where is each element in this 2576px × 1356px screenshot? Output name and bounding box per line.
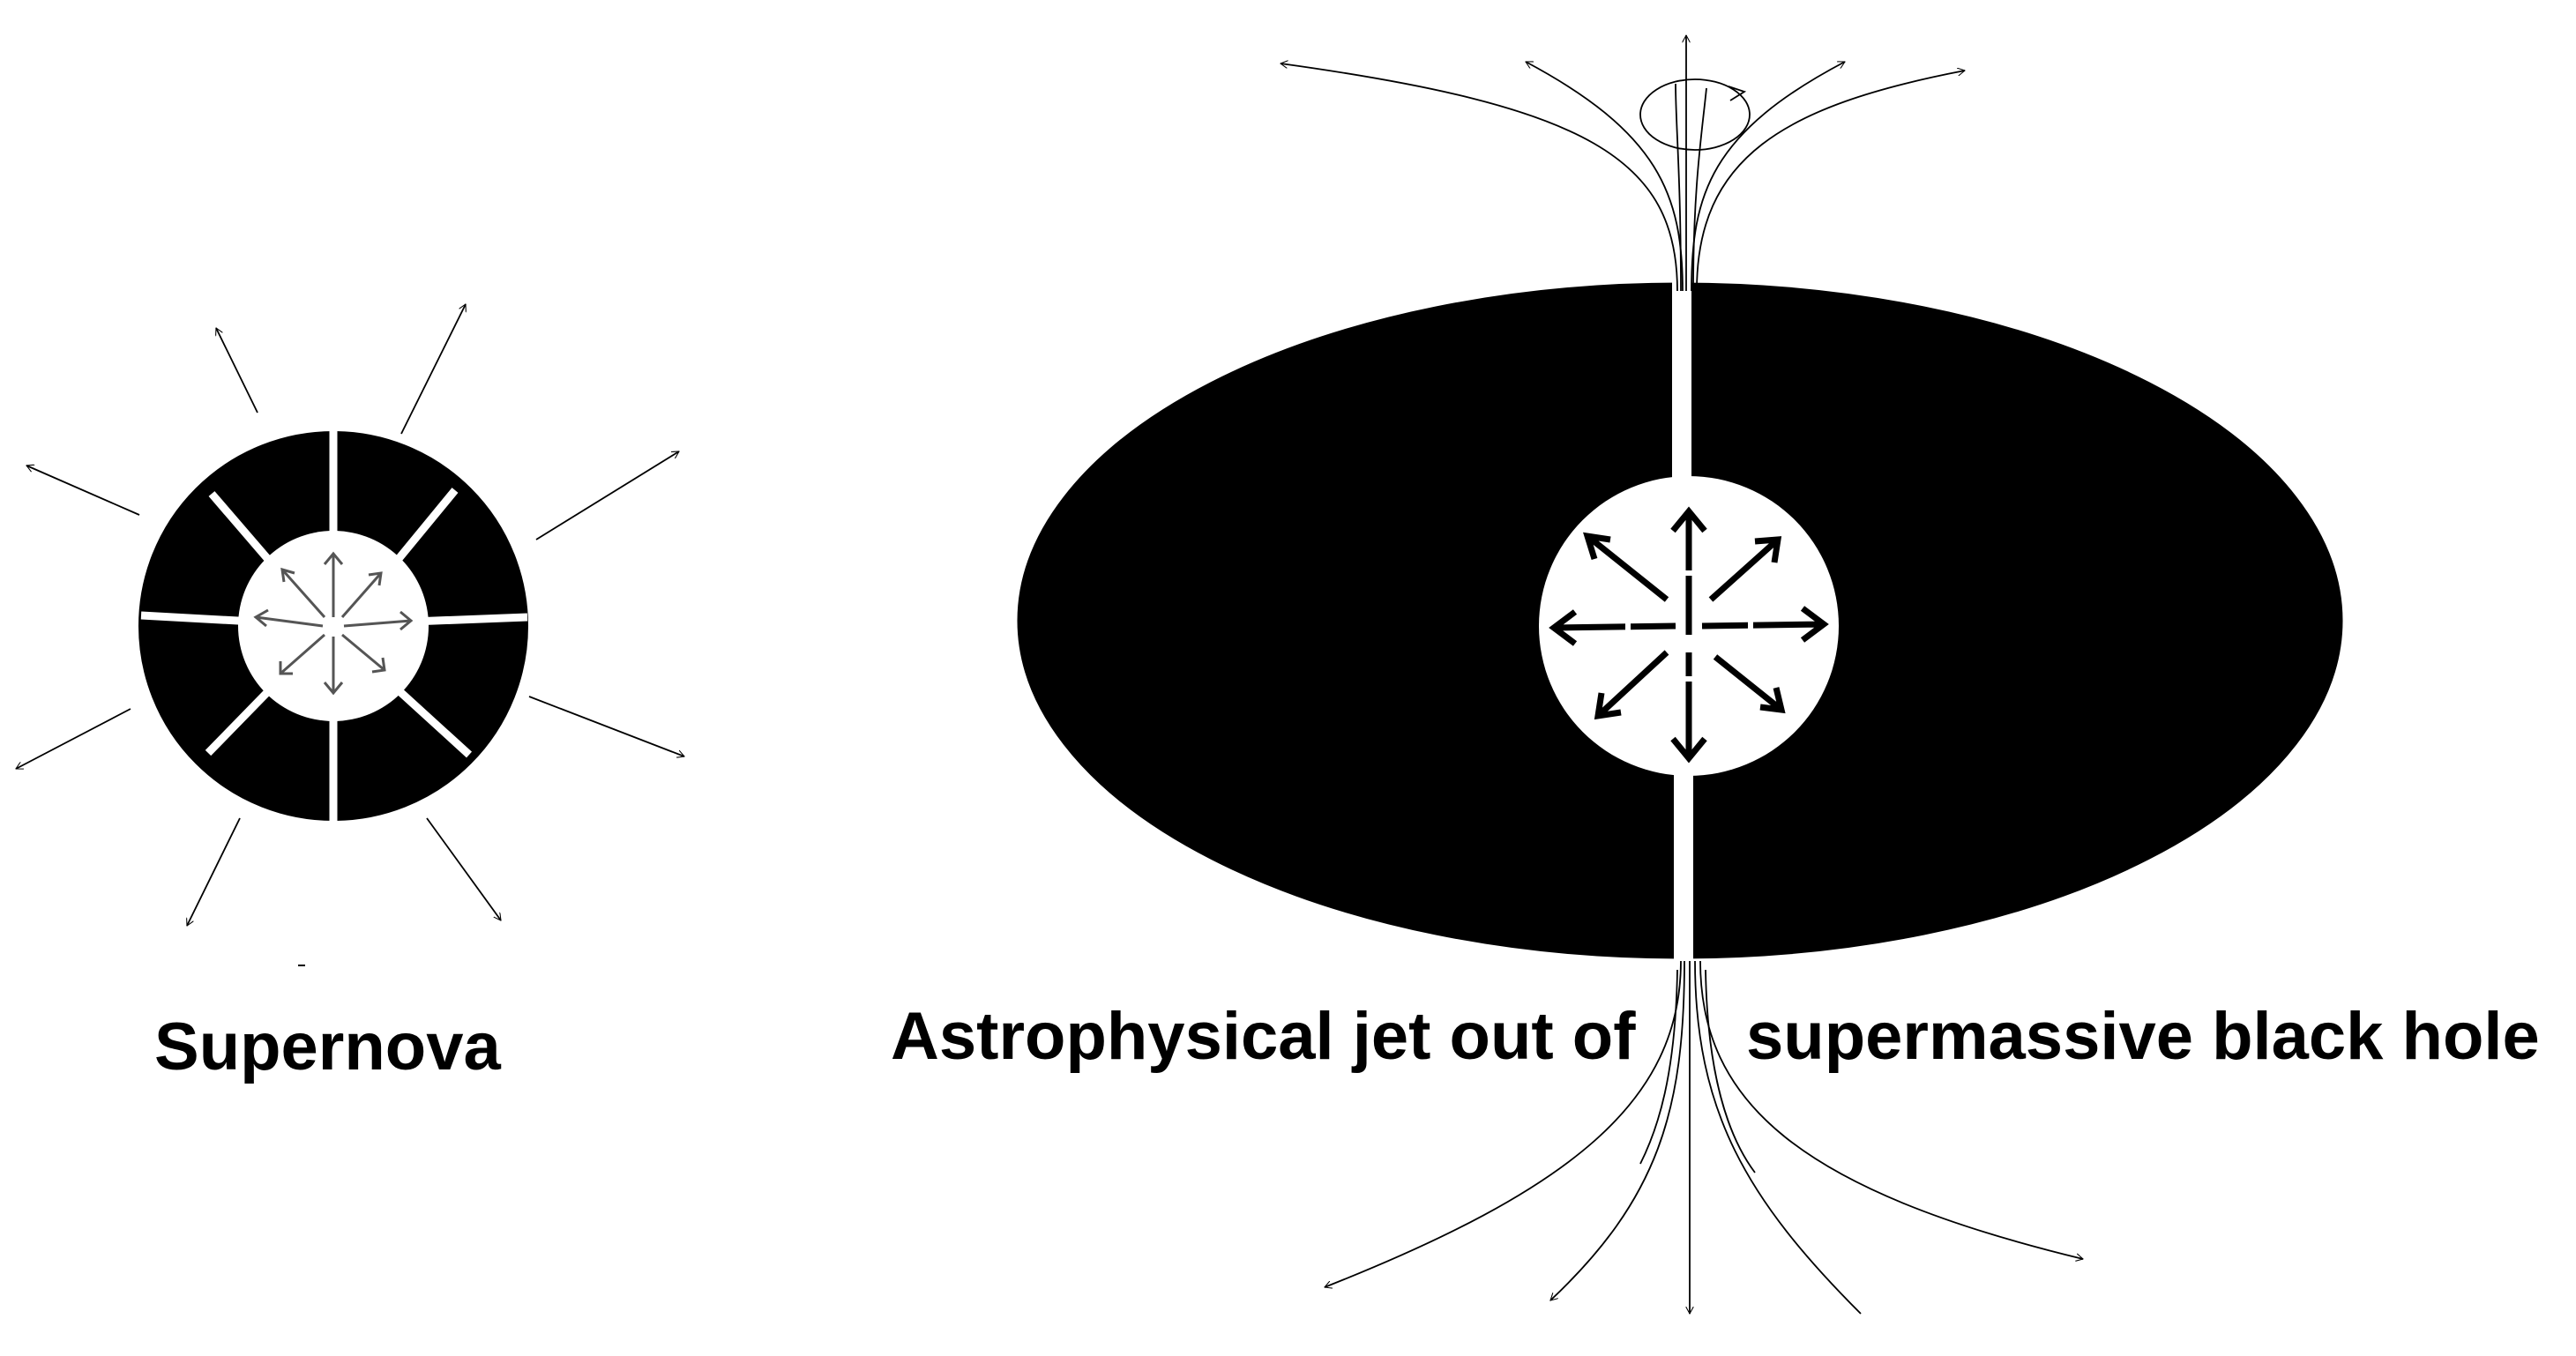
inner-expansion-arrows (253, 551, 414, 696)
jet-label-left: Astrophysical jet out of (891, 999, 1636, 1074)
jet-label-right: supermassive black hole (1746, 999, 2540, 1074)
supernova-diagram (16, 304, 684, 966)
jet-rotation-loop (1639, 78, 1751, 151)
jet-channel-upper (1672, 279, 1691, 499)
jet-channel-lower (1674, 758, 1693, 970)
central-outflow-arrows (1549, 506, 1829, 764)
arrow-breaks (1625, 570, 1753, 682)
outward-blast-arrows (16, 304, 684, 926)
shell-separators (140, 430, 528, 822)
lower-jet-streamlines (1325, 960, 2083, 1314)
upper-jet-streamlines (1281, 35, 1965, 292)
supernova-label: Supernova (154, 1010, 501, 1084)
black-hole-jet-diagram (1014, 35, 2346, 1314)
